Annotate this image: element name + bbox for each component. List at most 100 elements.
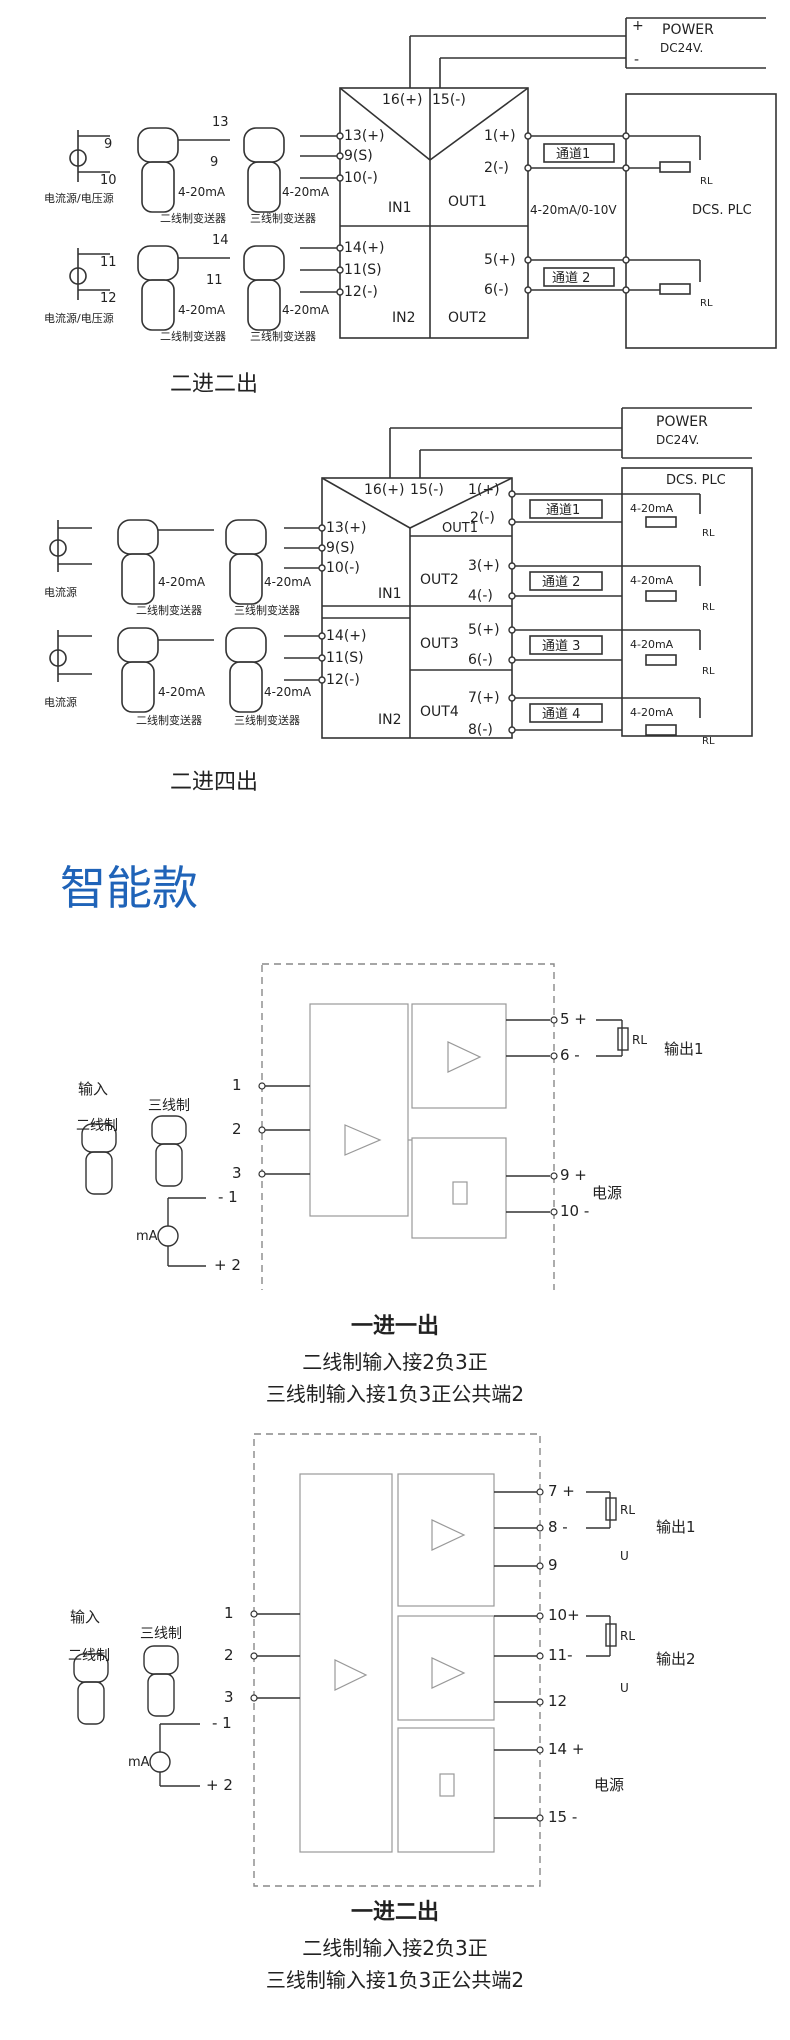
u-label: U [620,1549,629,1563]
ma-source-minus: - 1 [218,1188,238,1206]
rl-label: RL [702,528,715,539]
output-5: 5(+) [484,252,516,268]
dc-label: DC24V. [656,433,699,447]
output-6: 6(-) [468,652,493,668]
ma-label: 4-20mA [282,303,330,317]
output-terminal-12: 12 [548,1692,567,1710]
plus-sign: + [632,18,644,34]
input-terminal-3: 3 [232,1164,242,1182]
output-terminal-5: 5 + [560,1010,587,1028]
output-1-label: 输出1 [664,1040,704,1058]
rl-label: RL [700,298,713,309]
tx2-label: 二线制变送器 [136,603,202,617]
dcs-label: DCS. PLC [692,203,752,218]
channel-3-label: 通道 3 [542,639,580,654]
section-title: 智能款 [60,861,198,915]
source-terminal: 10 [100,173,117,188]
input-label: 输入 [70,1608,100,1626]
u-label: U [620,1681,629,1695]
tx3-label: 三线制变送器 [250,329,316,343]
input-terminal-3: 3 [224,1688,234,1706]
terminal-13: 13(+) [344,128,384,144]
output-terminal-11: 11- [548,1646,573,1664]
tx2-label: 二线制变送器 [160,329,226,343]
power-terminal-15: 15 - [548,1808,577,1826]
terminal-14: 14(+) [326,628,366,644]
rl-label: RL [702,736,715,747]
in2-label: IN2 [392,310,416,326]
two-wire-label: 二线制 [76,1118,118,1134]
power-terminal-14: 14 + [548,1740,584,1758]
src-label: 电流源 [44,585,77,599]
output-4: 4(-) [468,588,493,604]
ma-source-plus: + 2 [214,1256,241,1274]
output-7: 7(+) [468,690,500,706]
output-3: 3(+) [468,558,500,574]
diagram3-title: 一进一出 [350,1314,439,1339]
tx2-label: 二线制变送器 [136,713,202,727]
output-terminal-9: 9 [548,1556,558,1574]
three-wire-label: 三线制 [140,1626,182,1642]
ma-label: 4-20mA [264,685,312,699]
out1-label: OUT1 [442,521,478,536]
tx2-label: 二线制变送器 [160,211,226,225]
channel-2-label: 通道 2 [542,575,580,590]
channel-1-label: 通道1 [546,503,580,518]
ma-label: mA [136,1229,158,1244]
source-terminal: 9 [104,137,112,152]
output-6: 6(-) [484,282,509,298]
input-terminal-2: 2 [232,1120,242,1138]
wiring-diagram-2in-2out: POWER DC24V. + - 16(+) 15(-) 13(+) 9(S) … [44,17,777,349]
source-terminal: 11 [100,255,117,270]
power-label: POWER [656,414,708,430]
input-terminal-1: 1 [224,1604,234,1622]
diagram4-note-2: 三线制输入接1负3正公共端2 [265,1968,525,1992]
diagram4-note-1: 二线制输入接2负3正 [302,1936,488,1960]
output-terminal-8: 8 - [548,1518,568,1536]
power-label: 电源 [592,1184,622,1202]
terminal-15: 15(-) [410,482,444,498]
terminal-16: 16(+) [382,92,422,108]
ma-label: 4-20mA [630,502,674,515]
in2-label: IN2 [378,712,402,728]
output-terminal-7: 7 + [548,1482,575,1500]
wiring-diagram-1in-2out: 输入 二线制 三线制 1 2 3 - 1 + 2 mA 7 + 8 - 9 10… [68,1433,696,1887]
tx-terminal: 14 [212,233,229,248]
ma-label: 4-20mA [158,685,206,699]
terminal-11: 11(S) [326,650,364,666]
ma-label: 4-20mA [264,575,312,589]
terminal-9: 9(S) [326,540,355,556]
diagram3-note-1: 二线制输入接2负3正 [302,1350,488,1374]
caption-2in4out: 二进四出 [170,770,259,795]
source-terminal: 12 [100,291,117,306]
terminal-10: 10(-) [344,170,378,186]
ma-label: 4-20mA [178,185,226,199]
output-terminal-6: 6 - [560,1046,580,1064]
ma-source-plus: + 2 [206,1776,233,1794]
tx-terminal: 9 [210,155,218,170]
channel-4-label: 通道 4 [542,707,580,722]
terminal-12: 12(-) [344,284,378,300]
power-terminal-10: 10 - [560,1202,589,1220]
src-label: 电流源/电压源 [44,191,114,205]
dc-label: DC24V. [660,41,703,55]
terminal-13: 13(+) [326,520,366,536]
ma-label: 4-20mA [630,706,674,719]
ma-source-minus: - 1 [212,1714,232,1732]
tx3-label: 三线制变送器 [250,211,316,225]
dcs-label: DCS. PLC [666,473,726,488]
ma-label: mA [128,1755,150,1770]
terminal-10: 10(-) [326,560,360,576]
input-label: 输入 [78,1080,108,1098]
src-label: 电流源/电压源 [44,311,114,325]
ma-label: 4-20mA [630,638,674,651]
channel-1-label: 通道1 [556,147,590,162]
terminal-15: 15(-) [432,92,466,108]
output-1: 1(+) [468,482,500,498]
ma-label: 4-20mA [178,303,226,317]
rl-label: RL [620,1503,635,1517]
src-label: 电流源 [44,695,77,709]
out3-label: OUT3 [420,636,459,652]
tx3-label: 三线制变送器 [234,603,300,617]
output-5: 5(+) [468,622,500,638]
